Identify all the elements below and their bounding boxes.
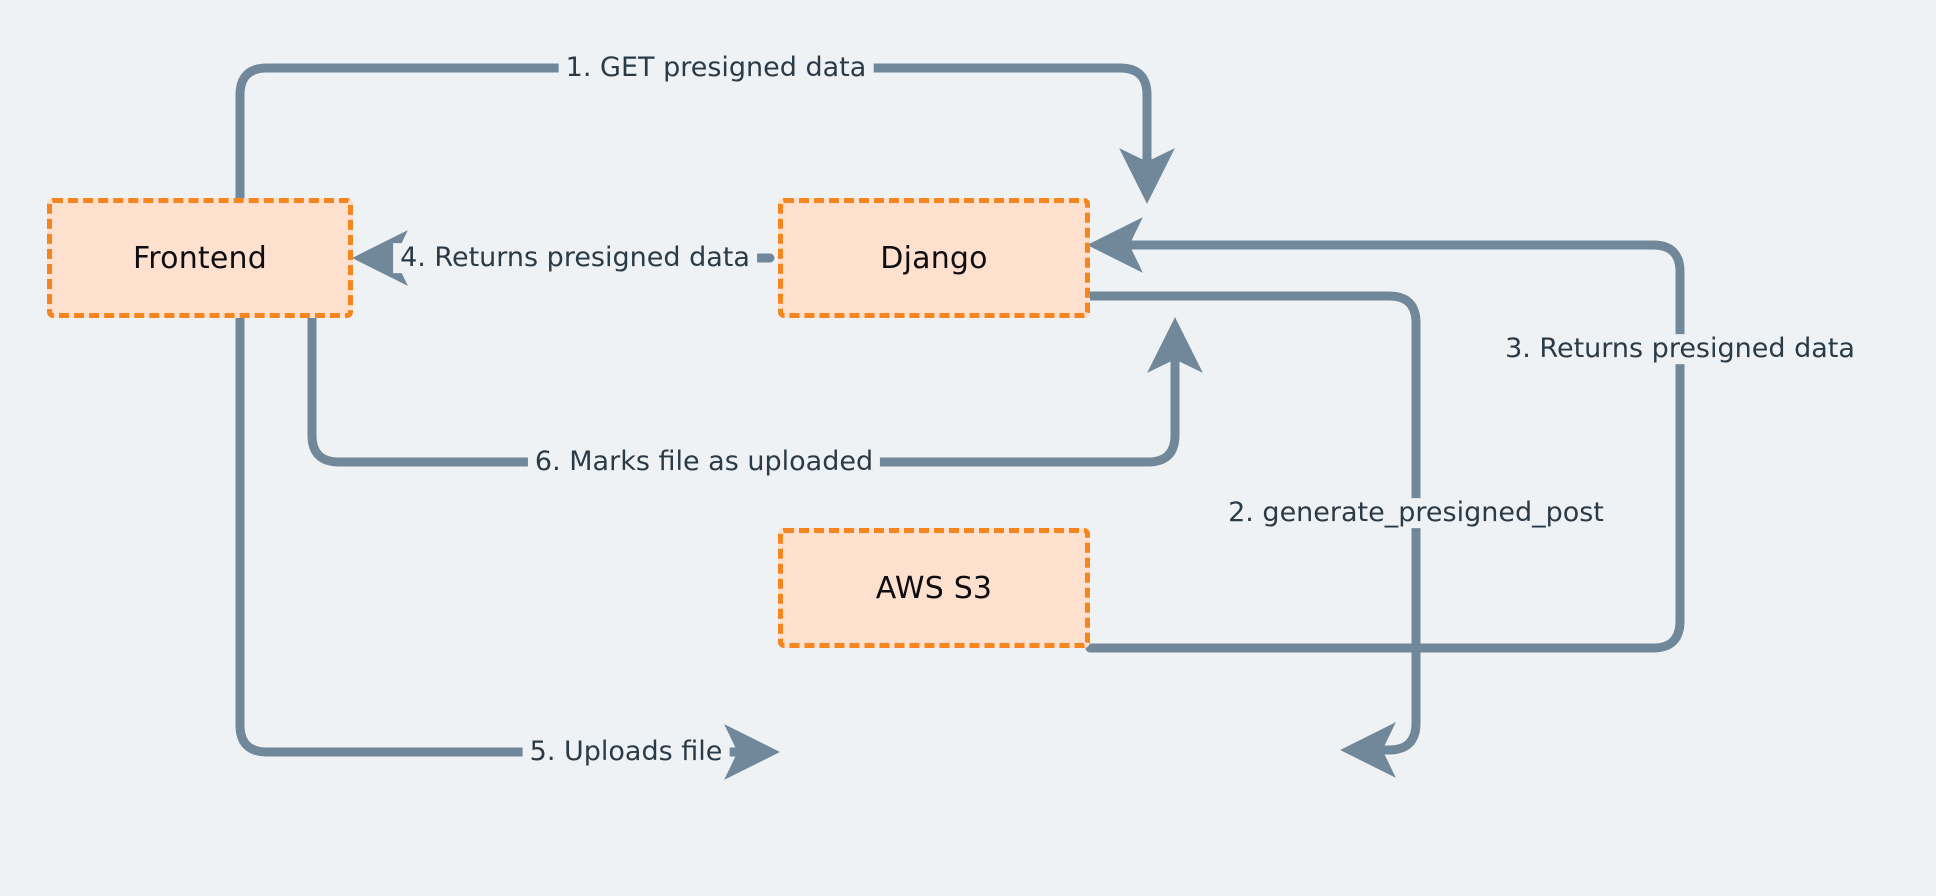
node-aws-s3[interactable]: AWS S3	[778, 528, 1090, 648]
edge-1-path	[235, 63, 1175, 204]
edge-label-5-uploads-file: 5. Uploads file	[522, 737, 730, 767]
node-aws-s3-label: AWS S3	[875, 570, 993, 606]
node-django-label: Django	[880, 240, 988, 276]
edge-label-6-marks-file-as-uploaded: 6. Marks file as uploaded	[527, 447, 881, 477]
edge-label-3-returns-presigned-data: 3. Returns presigned data	[1498, 334, 1862, 364]
edge-3-path	[1085, 217, 1685, 653]
edge-label-2-generate-presigned-post: 2. generate_presigned_post	[1221, 498, 1611, 528]
node-frontend-label: Frontend	[133, 240, 267, 276]
edge-5-path	[235, 313, 780, 780]
edge-6-path	[307, 313, 1203, 467]
node-django[interactable]: Django	[778, 198, 1090, 318]
node-frontend[interactable]: Frontend	[47, 198, 353, 318]
edge-label-1-get-presigned-data: 1. GET presigned data	[558, 53, 874, 83]
edge-label-4-returns-presigned-data: 4. Returns presigned data	[393, 243, 757, 273]
